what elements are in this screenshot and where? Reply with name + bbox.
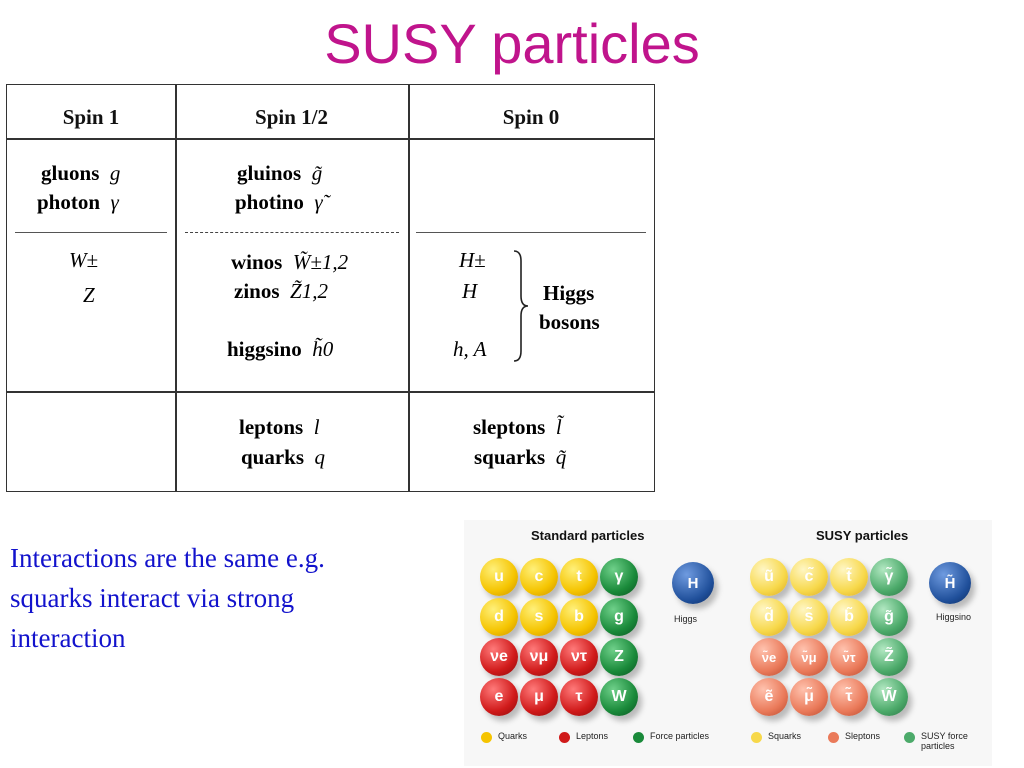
header-spin-half: Spin 1/2: [255, 105, 328, 129]
row-quarks: quarks q: [241, 445, 326, 469]
particle-ball: b: [560, 598, 598, 636]
particle-ball: W: [600, 678, 638, 716]
separator: [416, 232, 646, 233]
higgs-ball: H: [672, 562, 714, 604]
higgsino-caption: Higgsino: [936, 612, 972, 622]
particle-ball: γ̃: [870, 558, 908, 596]
legend-force: Force particles: [650, 731, 710, 741]
legend-dot: [828, 732, 839, 743]
row-squarks: squarks q̃: [474, 445, 567, 469]
row-gluons: gluons g: [41, 161, 121, 185]
slide-title: SUSY particles: [324, 12, 700, 75]
row-zinos: zinos Z̃1,2: [234, 279, 328, 303]
z-boson: Z: [83, 283, 95, 307]
particle-ball: μ: [520, 678, 558, 716]
particle-ball: s̃: [790, 598, 828, 636]
particle-ball: τ̃: [830, 678, 868, 716]
particle-ball: νe: [480, 638, 518, 676]
particle-ball: t: [560, 558, 598, 596]
table-divider: [7, 138, 654, 140]
legend-susy-force: SUSY force particles: [921, 731, 968, 751]
particle-ball: d: [480, 598, 518, 636]
particle-ball: W̃: [870, 678, 908, 716]
brace-icon: [513, 250, 529, 362]
particle-ball: b̃: [830, 598, 868, 636]
particle-ball: τ: [560, 678, 598, 716]
table-divider: [408, 85, 410, 491]
w-boson: W±: [69, 248, 99, 272]
header-spin0: Spin 0: [502, 105, 560, 129]
higgsino-ball: H̃: [929, 562, 971, 604]
particle-ball: t̃: [830, 558, 868, 596]
legend-quarks: Quarks: [498, 731, 528, 741]
particle-ball: ν̃τ: [830, 638, 868, 676]
table-divider: [7, 391, 654, 393]
particle-ball: γ: [600, 558, 638, 596]
table-divider: [175, 85, 177, 491]
particle-ball: u: [480, 558, 518, 596]
particle-ball: Z: [600, 638, 638, 676]
particle-ball: ν̃μ: [790, 638, 828, 676]
row-sleptons: sleptons l̃: [473, 415, 562, 439]
row-higgsino: higgsino h̃0: [227, 337, 334, 361]
particle-ball: νμ: [520, 638, 558, 676]
particle-ball: ẽ: [750, 678, 788, 716]
particle-ball: g: [600, 598, 638, 636]
legend-sleptons: Sleptons: [845, 731, 881, 741]
particle-ball: Z̃: [870, 638, 908, 676]
particle-ball: s: [520, 598, 558, 636]
row-leptons: leptons l: [239, 415, 320, 439]
particle-ball: g̃: [870, 598, 908, 636]
standard-title: Standard particles: [531, 528, 645, 543]
row-winos: winos W̃±1,2: [231, 250, 349, 274]
legend-dot: [904, 732, 915, 743]
particle-ball: ντ: [560, 638, 598, 676]
h-neutral: H: [462, 279, 478, 303]
row-gluinos: gluinos g̃: [237, 161, 323, 185]
particle-ball: c̃: [790, 558, 828, 596]
h-a: h, A: [453, 337, 487, 361]
legend-leptons: Leptons: [576, 731, 609, 741]
interaction-note: Interactions are the same e.g. squarks i…: [10, 543, 325, 653]
particle-ball: ν̃e: [750, 638, 788, 676]
susy-title: SUSY particles: [816, 528, 909, 543]
legend-squarks: Squarks: [768, 731, 802, 741]
particle-ball: e: [480, 678, 518, 716]
particle-ball: ũ: [750, 558, 788, 596]
particle-ball: c: [520, 558, 558, 596]
legend-dot: [633, 732, 644, 743]
legend-dot: [559, 732, 570, 743]
particle-ball: d̃: [750, 598, 788, 636]
dashed-separator: [185, 232, 399, 234]
header-spin1: Spin 1: [62, 105, 120, 129]
row-photino: photino γ̃: [235, 190, 323, 214]
higgs-label: Higgs: [543, 281, 595, 305]
legend-dot: [481, 732, 492, 743]
bosons-label: bosons: [539, 310, 600, 334]
row-photon: photon γ: [37, 190, 119, 214]
particle-table: Spin 1 Spin 1/2 Spin 0 gluons g photon γ…: [6, 84, 655, 492]
legend-dot: [751, 732, 762, 743]
h-charged: H±: [459, 248, 486, 272]
particle-ball: μ̃: [790, 678, 828, 716]
higgs-caption: Higgs: [674, 614, 698, 624]
separator: [15, 232, 167, 233]
